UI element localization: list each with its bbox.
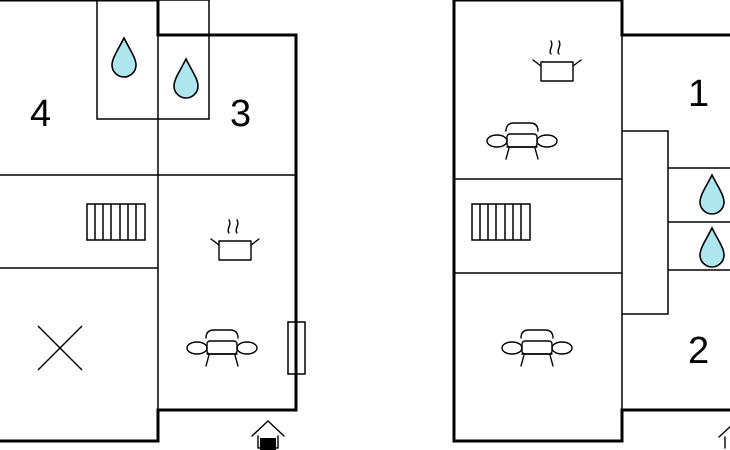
entrance-icon <box>251 420 285 450</box>
cooking-pot-icon <box>210 219 260 261</box>
bathroom-outline <box>96 0 210 120</box>
right-floor: 1 2 <box>452 0 730 449</box>
water-drop-icon <box>111 37 137 78</box>
water-drop-icon <box>173 58 199 99</box>
sofa-icon <box>501 329 573 367</box>
window <box>287 321 306 375</box>
left-floor: 4 3 <box>0 0 306 450</box>
radiator-icon <box>86 203 146 241</box>
room-label-1: 1 <box>688 73 709 115</box>
room-label-4: 4 <box>30 93 51 135</box>
cooking-pot-icon <box>532 40 582 82</box>
room-label-3: 3 <box>230 93 251 135</box>
entrance-icon <box>718 425 730 449</box>
water-drop-icon <box>699 174 725 215</box>
sofa-icon <box>486 122 558 160</box>
radiator-icon <box>471 203 531 241</box>
cross-icon <box>37 325 83 371</box>
water-drop-icon <box>699 227 725 268</box>
room-label-2: 2 <box>688 330 709 372</box>
sofa-icon <box>186 329 258 367</box>
